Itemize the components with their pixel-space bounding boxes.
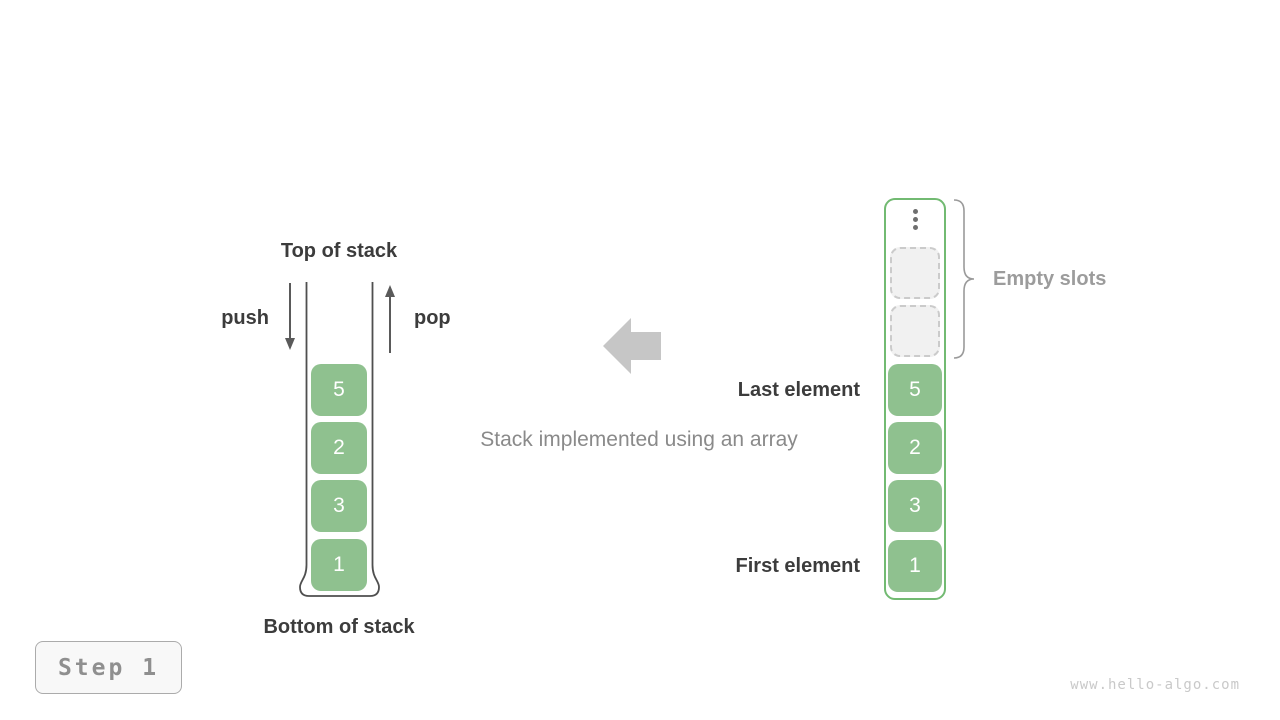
curly-brace-icon — [953, 199, 975, 359]
ellipsis-dot — [912, 217, 918, 222]
pop-arrow-up-icon — [385, 285, 395, 353]
left-arrow-icon — [603, 318, 661, 374]
vertical-ellipsis-icon — [910, 209, 920, 230]
stack-cell: 3 — [311, 480, 367, 532]
push-label: push — [221, 307, 269, 329]
pop-label: pop — [414, 307, 451, 329]
push-arrow-down-icon — [285, 283, 295, 350]
stack-cell: 2 — [311, 422, 367, 474]
bottom-of-stack-label: Bottom of stack — [263, 616, 415, 638]
top-of-stack-label: Top of stack — [280, 240, 398, 262]
array-cell: 3 — [888, 480, 942, 532]
empty-slot — [890, 247, 940, 299]
website-watermark: www.hello-algo.com — [1070, 677, 1240, 693]
ellipsis-dot — [912, 225, 918, 230]
array-cell: 2 — [888, 422, 942, 474]
empty-slot — [890, 305, 940, 357]
last-element-label: Last element — [737, 379, 860, 401]
empty-slots-label: Empty slots — [993, 268, 1107, 290]
ellipsis-dot — [912, 209, 918, 214]
stack-container-outline — [299, 282, 380, 597]
array-cell: 5 — [888, 364, 942, 416]
array-cell: 1 — [888, 540, 942, 592]
first-element-label: First element — [735, 555, 860, 577]
stack-cell: 1 — [311, 539, 367, 591]
step-badge: Step 1 — [35, 641, 182, 694]
stack-cell: 5 — [311, 364, 367, 416]
caption: Stack implemented using an array — [480, 428, 798, 451]
